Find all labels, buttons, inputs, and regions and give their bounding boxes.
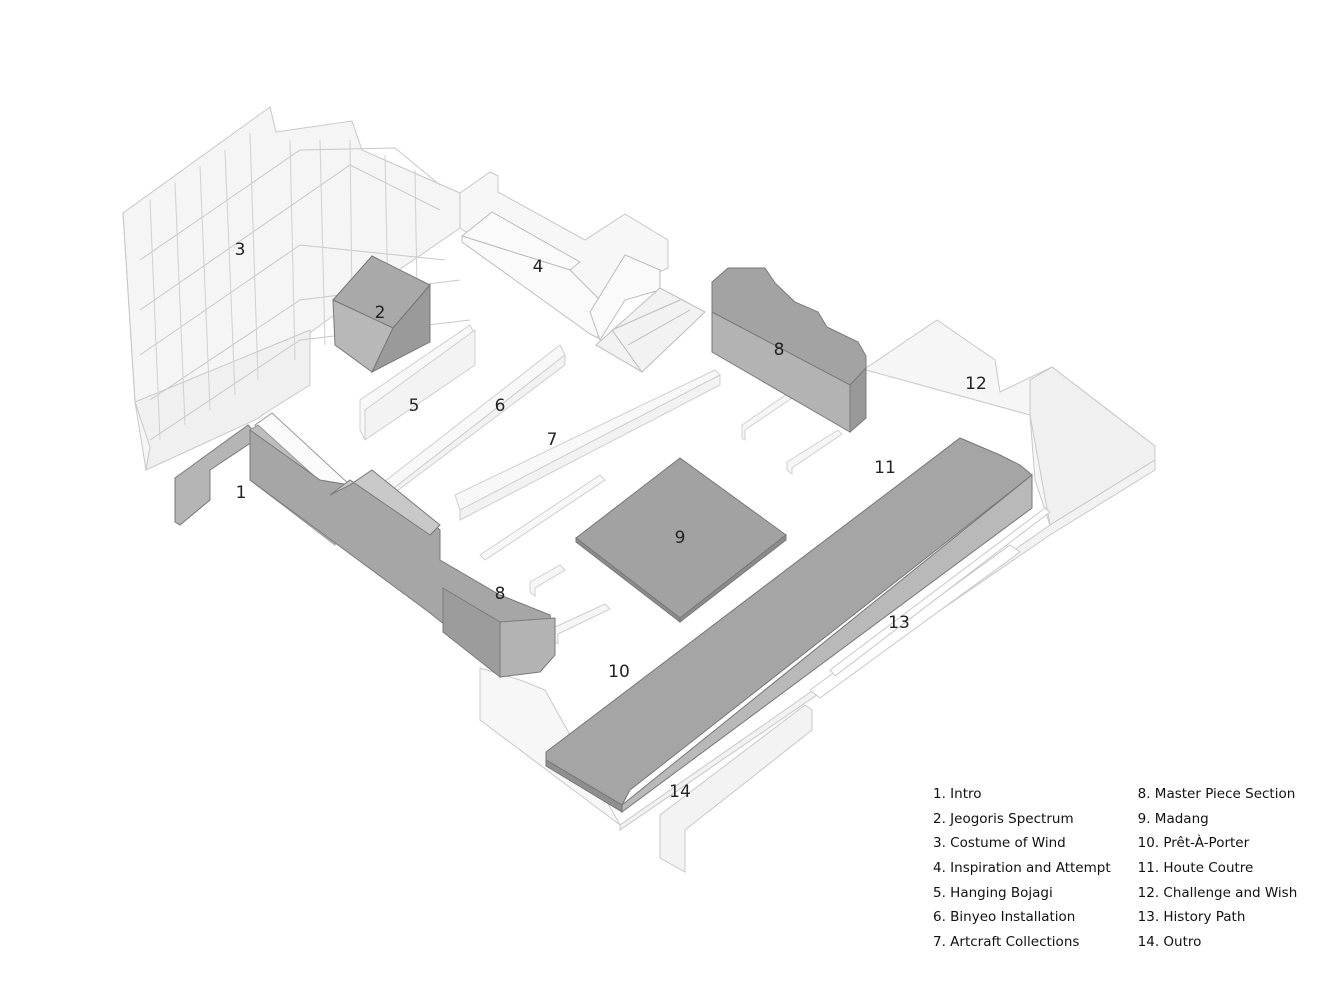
- zone-label-12: 12: [965, 374, 987, 394]
- zone-label-9: 9: [675, 528, 686, 548]
- small-display-pedestals: [529, 391, 843, 646]
- zone-3-wall-ribs: [149, 132, 418, 441]
- zones-5-7-display-walls: [359, 324, 721, 561]
- legend-item-5: 5. Hanging Bojagi: [933, 884, 1053, 901]
- legend-column-1: 1. Intro 2. Jeogoris Spectrum 3. Costume…: [933, 786, 1111, 959]
- legend-item-9: 9. Madang: [1137, 810, 1209, 827]
- zone-label-8-upper: 8: [774, 340, 785, 360]
- legend-item-10: 10. Prêt-À-Porter: [1137, 835, 1250, 852]
- zone-13-wall-niches: [809, 507, 1051, 699]
- zone-2-cube: [332, 255, 431, 374]
- zone-label-10: 10: [608, 662, 630, 682]
- zone-12-wall-structure: [865, 319, 1156, 526]
- zone-label-2: 2: [375, 303, 386, 323]
- legend-item-11: 11. Houte Coutre: [1137, 860, 1254, 877]
- zone-label-3: 3: [235, 240, 246, 260]
- zone-8-right-block: [711, 267, 867, 434]
- zone-9-madang-platform: [575, 457, 787, 624]
- legend-item-3: 3. Costume of Wind: [933, 835, 1066, 852]
- zone-label-5: 5: [409, 396, 420, 416]
- legend-item-2: 2. Jeogoris Spectrum: [933, 810, 1074, 827]
- legend-item-4: 4. Inspiration and Attempt: [933, 860, 1111, 877]
- legend-item-1: 1. Intro: [933, 786, 982, 802]
- legend-item-8: 8. Master Piece Section: [1137, 786, 1296, 802]
- zone-label-13: 13: [888, 613, 910, 633]
- zone-label-14: 14: [669, 782, 691, 802]
- legend-item-14: 14. Outro: [1137, 934, 1202, 951]
- zone-8-left-block: [249, 429, 556, 679]
- zone-label-8-lower: 8: [495, 584, 506, 604]
- legend-column-2: 8. Master Piece Section 9. Madang 10. Pr…: [1138, 786, 1338, 959]
- legend-item-13: 13. History Path: [1137, 909, 1246, 926]
- zone-13-history-block: [545, 437, 1033, 813]
- zone-4-display-tables: [460, 211, 706, 373]
- zone-label-7: 7: [547, 430, 558, 450]
- legend-item-6: 6. Binyeo Installation: [933, 909, 1076, 926]
- zone-label-1: 1: [236, 483, 247, 503]
- zone-label-6: 6: [495, 396, 506, 416]
- zone-1-intro-wall: [174, 424, 256, 526]
- zone-14-outro-wall: [659, 704, 813, 873]
- zone-label-11: 11: [874, 458, 896, 478]
- legend-item-7: 7. Artcraft Collections: [933, 934, 1080, 951]
- legend-item-12: 12. Challenge and Wish: [1137, 884, 1298, 901]
- zone-legend: 1. Intro 2. Jeogoris Spectrum 3. Costume…: [933, 786, 1338, 959]
- zone-label-4: 4: [533, 257, 544, 277]
- zone-number-labels: 1 2 3 4 5 6 7 8 8 9 10 11 12 13 14: [235, 240, 987, 802]
